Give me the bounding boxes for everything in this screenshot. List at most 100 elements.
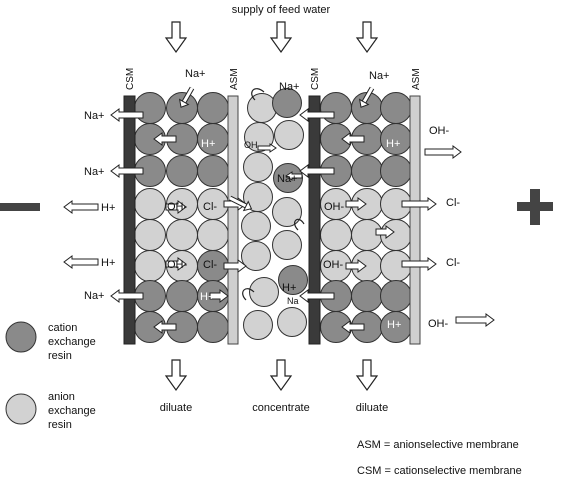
negative-electrode (0, 203, 40, 211)
cation-resin-bead (351, 280, 383, 312)
asm-membrane-left (227, 95, 239, 345)
output-label-right: diluate (356, 402, 388, 414)
csm-label-left: CSM (125, 68, 136, 90)
ion-label-oh: OH- (323, 259, 344, 271)
ion-label-h: H+ (386, 138, 400, 150)
ion-arrow (285, 171, 303, 181)
ion-arrow (401, 197, 437, 211)
ion-arrow (341, 132, 365, 146)
asm-label-right: ASM (411, 68, 422, 90)
ion-arrow (165, 200, 187, 214)
cation-resin-bead (134, 92, 166, 124)
csm-membrane-right (308, 95, 321, 345)
csm-label-right: CSM (310, 68, 321, 90)
legend-anion-line2: exchange (48, 405, 96, 417)
asm-membrane-right (409, 95, 421, 345)
ion-labels: Na+Na+Na+Na+H+H+H+H+H+H+H+OH-OH-OH-OH-OH… (84, 68, 460, 331)
ion-label-oh: OH- (167, 259, 188, 271)
positive-electrode (517, 189, 553, 225)
ion-arrow (228, 195, 253, 212)
ion-label-oh: OH- (167, 201, 188, 213)
anion-resin-bead (134, 219, 166, 251)
ion-label-h: H+ (387, 319, 401, 331)
feed-arrows (165, 21, 378, 53)
anion-resin-bead (272, 197, 302, 227)
cation-resin-bead (351, 155, 383, 187)
legend-cation-line1: cation (48, 322, 77, 334)
cation-resin-bead (197, 92, 229, 124)
cation-resin-bead (380, 280, 412, 312)
ion-label-na: Na+ (84, 166, 105, 178)
cation-resin-bead (320, 92, 352, 124)
ion-arrow (165, 257, 187, 271)
anion-resin-bead (241, 241, 271, 271)
ion-arrow (358, 86, 375, 108)
ion-arrow (455, 313, 495, 327)
anion-resin-bead (166, 219, 198, 251)
ion-label-na: Na+ (279, 81, 300, 93)
anion-resin-bead (243, 152, 273, 182)
anion-resin-bead (277, 307, 307, 337)
ion-label-oh: OH- (429, 125, 450, 137)
swirl-2 (294, 218, 305, 231)
anion-resin-bead (320, 219, 352, 251)
ion-arrow (110, 108, 144, 122)
ion-arrow (153, 132, 177, 146)
legend-anion-line3: resin (48, 419, 72, 431)
csm-definition: CSM = cationselective membrane (357, 465, 522, 477)
cation-resin-bead (272, 88, 302, 118)
output-label-left: diluate (160, 402, 192, 414)
swirl-3 (242, 288, 255, 301)
ion-arrow (257, 143, 277, 153)
cation-resin-bead (380, 155, 412, 187)
ion-arrow (401, 257, 437, 271)
ion-arrow (153, 320, 177, 334)
anion-resin-bead (244, 122, 274, 152)
ion-label-oh_small: OH (244, 140, 258, 150)
resin-beads (134, 88, 412, 343)
ion-arrow (341, 320, 365, 334)
output-arrow-right (356, 359, 378, 391)
legend-cation-line3: resin (48, 350, 72, 362)
asm-definition: ASM = anionselective membrane (357, 439, 519, 451)
anion-resin-bead (249, 277, 279, 307)
legend-cation-swatch (5, 321, 37, 353)
ion-arrow (345, 197, 367, 211)
ion-label-na: Na+ (277, 173, 298, 185)
ion-label-cl: Cl- (203, 201, 217, 213)
ion-arrow (299, 108, 335, 122)
cation-resin-bead (380, 92, 412, 124)
feed-water-label: supply of feed water (232, 4, 331, 16)
ion-arrow (299, 164, 335, 178)
ion-label-na: Na+ (185, 68, 206, 80)
ion-label-na: Na+ (369, 70, 390, 82)
anion-resin-bead (134, 250, 166, 282)
ion-label-oh: OH- (428, 318, 449, 330)
ion-arrow (110, 164, 144, 178)
ion-arrow (63, 255, 99, 269)
ion-label-h: H+ (201, 138, 215, 150)
ion-label-h: H+ (200, 291, 214, 303)
ion-arrow (110, 289, 144, 303)
ion-label-h: H+ (282, 282, 296, 294)
ion-label-cl: Cl- (203, 259, 217, 271)
output-arrows (165, 359, 378, 391)
ion-label-cl: Cl- (446, 197, 460, 209)
legend-anion-swatch (5, 393, 37, 425)
anion-resin-bead (241, 211, 271, 241)
swirl-arrows (242, 88, 305, 301)
asm-label-left: ASM (229, 68, 240, 90)
feed-arrow-left (165, 21, 187, 53)
ion-label-na: Na+ (84, 110, 105, 122)
ion-arrow (345, 259, 367, 273)
anion-resin-bead (247, 93, 277, 123)
ion-label-oh: OH- (324, 201, 345, 213)
ion-arrows (63, 86, 495, 334)
ion-arrow (178, 86, 195, 108)
ion-arrow (223, 259, 247, 273)
ion-label-na_small: Na (287, 296, 299, 306)
anion-resin-bead (274, 120, 304, 150)
feed-arrow-right (356, 21, 378, 53)
ion-arrow (209, 289, 229, 303)
